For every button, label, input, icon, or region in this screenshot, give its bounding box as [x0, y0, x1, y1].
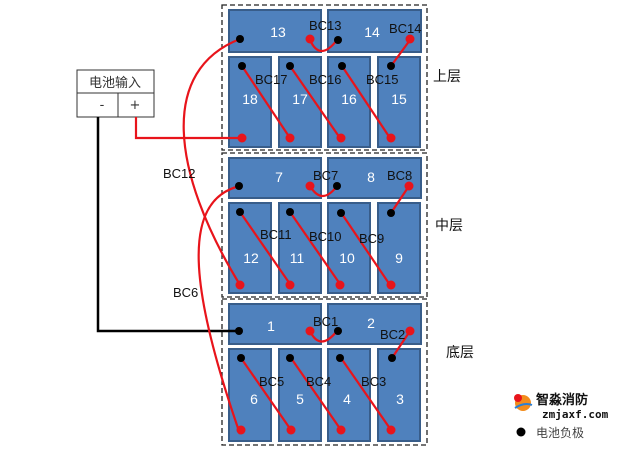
battery-label-11: 11 [290, 250, 305, 266]
label-bc6: BC6 [173, 285, 198, 300]
negative-terminals [235, 35, 396, 362]
battery-label-7: 7 [275, 169, 283, 185]
bottom-layer-frame [221, 298, 428, 446]
battery-label-2: 2 [367, 315, 375, 331]
battery-label-5: 5 [296, 391, 304, 407]
layer-label-middle: 中层 [435, 218, 463, 234]
input-box-title: 电池输入 [89, 75, 141, 91]
positive-terminals [235, 34, 415, 435]
label-bc14: BC14 [389, 21, 422, 36]
positive-input-wire [134, 117, 239, 140]
label-bc5: BC5 [259, 374, 284, 389]
label-bc8: BC8 [387, 168, 412, 183]
battery-label-1: 1 [267, 318, 275, 334]
battery-label-18: 18 [242, 91, 258, 107]
battery-label-15: 15 [391, 91, 407, 107]
cable-bc9 [341, 213, 391, 286]
label-bc15: BC15 [366, 72, 399, 87]
label-bc1: BC1 [313, 314, 338, 329]
cable-bc15 [341, 65, 391, 139]
label-bc7: BC7 [313, 168, 338, 183]
watermark-logo-icon [514, 394, 533, 411]
legend-negative-dot-icon [516, 427, 526, 437]
label-bc9: BC9 [359, 231, 384, 246]
cable-bc17 [241, 65, 291, 139]
battery-1 [228, 303, 322, 345]
cable-bc13 [308, 39, 338, 53]
cable-bc10 [289, 211, 341, 285]
battery-label-16: 16 [341, 91, 357, 107]
cable-bc8 [390, 185, 410, 214]
label-bc16: BC16 [309, 72, 342, 87]
cable-bc4 [290, 357, 342, 431]
input-plus-terminal [117, 92, 155, 118]
battery-7 [228, 157, 322, 199]
watermark-site: zmjaxf.com [542, 408, 609, 421]
battery-label-17: 17 [292, 91, 308, 107]
battery-label-10: 10 [339, 250, 355, 266]
minus-label: - [100, 98, 105, 113]
cable-bc2 [391, 330, 411, 359]
battery-label-9: 9 [395, 250, 403, 266]
cable-bc6 [197, 184, 242, 435]
layer-label-bottom: 底层 [446, 345, 474, 361]
battery-13 [228, 9, 322, 53]
cable-bc14 [390, 39, 411, 67]
label-bc13: BC13 [309, 18, 342, 33]
label-bc12: BC12 [163, 166, 196, 181]
cable-bc11 [239, 211, 291, 285]
battery-label-13: 13 [270, 24, 286, 40]
label-bc17: BC17 [255, 72, 288, 87]
cable-bc3 [340, 357, 392, 431]
top-layer-frame [221, 4, 428, 151]
layer-label-top: 上层 [433, 69, 461, 85]
label-bc3: BC3 [361, 374, 386, 389]
battery-label-6: 6 [250, 391, 258, 407]
battery-label-4: 4 [343, 391, 351, 407]
battery-3 [377, 348, 421, 442]
cable-bc5 [240, 357, 292, 431]
battery-label-3: 3 [396, 391, 404, 407]
battery-label-8: 8 [367, 169, 375, 185]
negative-input-wire [96, 117, 239, 333]
battery-label-14: 14 [364, 24, 380, 40]
middle-layer-frame [221, 152, 428, 298]
battery-label-12: 12 [243, 250, 259, 266]
label-bc4: BC4 [306, 374, 331, 389]
cable-bc12 [182, 37, 241, 286]
battery-9 [377, 202, 421, 294]
battery-4 [327, 348, 371, 442]
legend-negative-label: 电池负极 [536, 426, 584, 440]
label-bc10: BC10 [309, 229, 342, 244]
cable-bc16 [289, 65, 341, 139]
label-bc2: BC2 [380, 327, 405, 342]
watermark-name: 智淼消防 [536, 392, 588, 408]
input-minus-terminal [76, 92, 119, 118]
plus-label: + [130, 98, 141, 113]
battery-5 [278, 348, 322, 442]
label-bc11: BC11 [260, 227, 292, 242]
battery-18 [228, 56, 272, 148]
